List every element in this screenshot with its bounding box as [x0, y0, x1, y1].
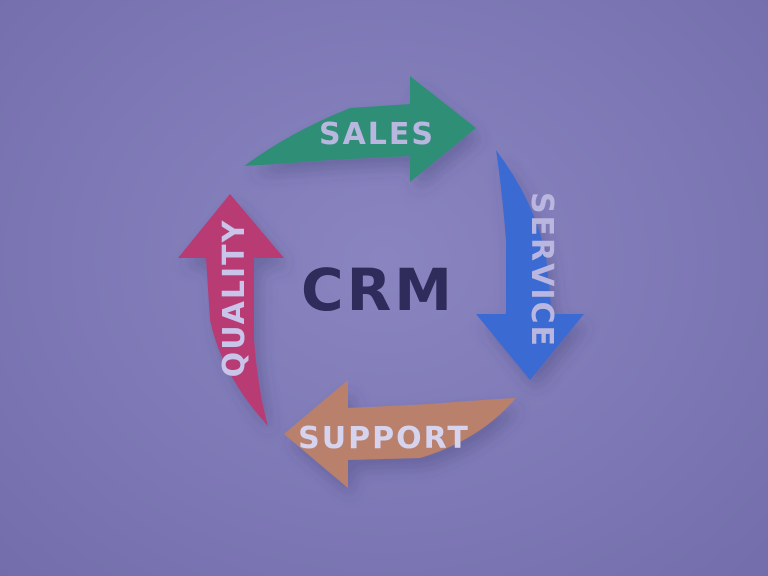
support-arrow: SUPPORT	[284, 380, 516, 488]
sales-arrow: SALES	[244, 76, 476, 182]
service-arrow: SERVICE	[476, 150, 584, 380]
sales-label: SALES	[319, 117, 435, 152]
quality-label: QUALITY	[217, 219, 252, 378]
service-label: SERVICE	[524, 192, 559, 348]
support-label: SUPPORT	[298, 421, 470, 456]
quality-arrow: QUALITY	[178, 194, 284, 426]
center-crm-label: CRM	[301, 256, 455, 324]
